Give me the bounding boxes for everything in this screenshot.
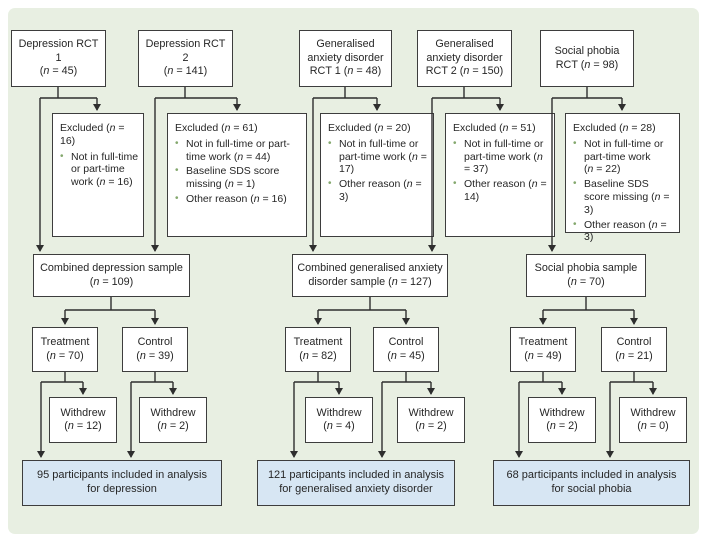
withdrew-label: Withdrew (n = 2) [150,406,196,432]
withdrew-label: Withdrew (n = 0) [630,406,676,432]
withdrew-box: Withdrew (n = 2) [139,397,207,443]
excluded-item-text: Other reason (n = 16) [186,192,287,205]
excluded-item: • Other reason (n = 14) [453,178,550,204]
treatment-label: Treatment (n = 49) [518,336,568,362]
bullet-icon: • [453,178,457,190]
bullet-icon: • [175,192,179,204]
control-box: Control (n = 21) [601,327,667,372]
withdrew-box: Withdrew (n = 2) [397,397,465,443]
control-box: Control (n = 39) [122,327,188,372]
excluded-box: Excluded (n = 20) • Not in full-time or … [320,113,434,237]
excluded-title: Excluded (n = 28) [573,122,656,134]
analysis-label: 68 participants included in analysis for… [506,469,677,495]
bullet-icon: • [573,218,577,230]
rct-box: Generalised anxiety disorder RCT 1 (n = … [299,30,392,87]
analysis-box: 68 participants included in analysis for… [493,460,690,506]
bullet-icon: • [175,165,179,177]
rct-label: Generalised anxiety disorder RCT 2 (n = … [425,38,504,78]
control-label: Control (n = 45) [387,336,425,362]
withdrew-label: Withdrew (n = 2) [539,406,585,432]
excluded-item-text: Not in full-time or part-time work (n = … [339,137,427,176]
bullet-icon: • [573,137,577,149]
excluded-item: • Not in full-time or part-time work (n … [453,138,550,176]
withdrew-box: Withdrew (n = 12) [49,397,117,443]
control-label: Control (n = 21) [615,336,653,362]
combined-sample-box: Combined depression sample (n = 109) [33,254,190,297]
excluded-item-text: Not in full-time or part-time work (n = … [464,137,544,176]
analysis-label: 95 participants included in analysis for… [37,469,207,495]
treatment-box: Treatment (n = 49) [510,327,576,372]
excluded-box: Excluded (n = 51) • Not in full-time or … [445,113,555,237]
excluded-item: • Other reason (n = 3) [573,219,675,245]
excluded-item: • Not in full-time or part-time work (n … [175,138,302,164]
analysis-label: 121 participants included in analysis fo… [267,469,445,495]
excluded-item-text: Not in full-time or part-time work (n = … [584,137,664,176]
excluded-item: • Not in full-time or part-time work (n … [328,138,429,176]
combined-sample-label: Combined depression sample (n = 109) [40,262,183,288]
withdrew-box: Withdrew (n = 2) [528,397,596,443]
combined-sample-box: Combined generalised anxiety disorder sa… [292,254,448,297]
rct-label: Generalised anxiety disorder RCT 1 (n = … [307,38,384,78]
withdrew-label: Withdrew (n = 4) [316,406,362,432]
bullet-icon: • [328,137,332,149]
treatment-label: Treatment (n = 82) [293,336,343,362]
rct-box: Depression RCT 2 (n = 141) [138,30,233,87]
excluded-item-text: Baseline SDS score missing (n = 1) [186,165,280,191]
withdrew-box: Withdrew (n = 0) [619,397,687,443]
bullet-icon: • [453,137,457,149]
excluded-item-text: Not in full-time or part-time work (n = … [186,137,290,163]
rct-label: Depression RCT 2 (n = 141) [145,38,226,78]
excluded-title: Excluded (n = 51) [453,122,536,134]
excluded-box: Excluded (n = 16) • Not in full-time or … [52,113,144,237]
bullet-icon: • [60,150,64,162]
excluded-title: Excluded (n = 61) [175,122,258,134]
excluded-item: • Baseline SDS score missing (n = 1) [175,165,302,191]
excluded-box: Excluded (n = 61) • Not in full-time or … [167,113,307,237]
bullet-icon: • [175,137,179,149]
control-box: Control (n = 45) [373,327,439,372]
rct-box: Depression RCT 1 (n = 45) [11,30,106,87]
control-label: Control (n = 39) [136,336,174,362]
rct-box: Generalised anxiety disorder RCT 2 (n = … [417,30,512,87]
treatment-box: Treatment (n = 70) [32,327,98,372]
rct-box: Social phobia RCT (n = 98) [540,30,634,87]
excluded-item-text: Other reason (n = 3) [584,218,667,244]
excluded-item-text: Baseline SDS score missing (n = 3) [584,178,670,216]
excluded-item: • Baseline SDS score missing (n = 3) [573,178,675,216]
excluded-item-text: Other reason (n = 14) [464,178,547,203]
excluded-item: • Other reason (n = 3) [328,178,429,204]
excluded-box: Excluded (n = 28) • Not in full-time or … [565,113,680,243]
withdrew-box: Withdrew (n = 4) [305,397,373,443]
combined-sample-label: Social phobia sample (n = 70) [534,262,638,288]
combined-sample-label: Combined generalised anxiety disorder sa… [297,262,443,288]
treatment-box: Treatment (n = 82) [285,327,351,372]
excluded-item: • Other reason (n = 16) [175,193,302,206]
excluded-title: Excluded (n = 16) [60,122,125,147]
rct-label: Depression RCT 1 (n = 45) [18,38,99,78]
excluded-item-text: Other reason (n = 3) [339,178,422,203]
bullet-icon: • [328,178,332,190]
withdrew-label: Withdrew (n = 12) [60,406,106,432]
rct-label: Social phobia RCT (n = 98) [554,45,620,71]
bullet-icon: • [573,178,577,190]
excluded-title: Excluded (n = 20) [328,122,411,134]
excluded-item: • Not in full-time or part-time work (n … [60,151,139,189]
analysis-box: 121 participants included in analysis fo… [257,460,455,506]
excluded-item-text: Not in full-time or part-time work (n = … [71,150,139,189]
excluded-item: • Not in full-time or part-time work (n … [573,138,675,176]
combined-sample-box: Social phobia sample (n = 70) [526,254,646,297]
treatment-label: Treatment (n = 70) [40,336,90,362]
analysis-box: 95 participants included in analysis for… [22,460,222,506]
withdrew-label: Withdrew (n = 2) [408,406,454,432]
